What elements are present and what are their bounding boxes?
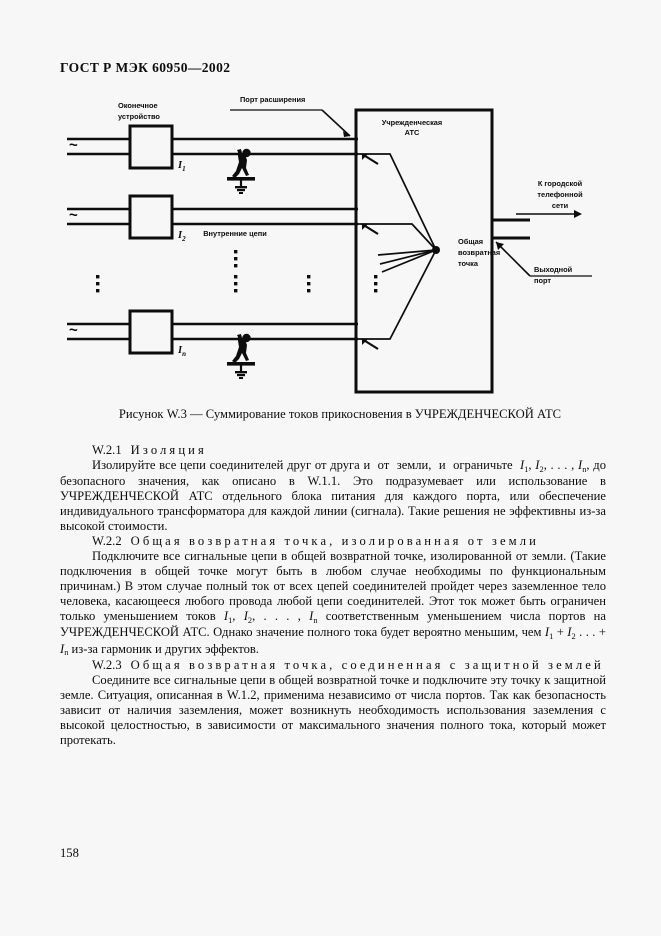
current-label-in: In xyxy=(177,345,186,358)
circuit-row-2: ~ I2 xyxy=(67,194,358,243)
ellipsis-dots-column-mid xyxy=(307,275,311,293)
section-w22-paragraph: Подключите все сигнальные цепи в общей в… xyxy=(60,549,607,658)
label-internal-circuits: Внутренние цепи xyxy=(203,229,267,238)
label-to-network-line1: К городской xyxy=(538,179,583,188)
label-terminal-device-line1: Оконечное xyxy=(118,101,158,110)
label-terminal-device-line2: устройство xyxy=(118,112,160,121)
section-w21-heading: W.2.1 Изоляция xyxy=(60,443,606,458)
ellipsis-dots-column-pbx xyxy=(374,275,378,293)
label-common-return-line2: возвратная xyxy=(458,248,500,257)
section-w22-title: Общая возвратная точка, изолированная от… xyxy=(130,534,539,549)
section-w23: W.2.3 Общая возвратная точка, соединенная… xyxy=(60,658,606,748)
body-text: W.2.1 Изоляция Изолируйте все цепи соедин… xyxy=(60,443,606,748)
section-w22: W.2.2 Общая возвратная точка, изолированн… xyxy=(60,534,606,657)
ac-source-symbol-n: ~ xyxy=(69,322,78,339)
current-label-i1: I1 xyxy=(177,160,186,173)
label-to-network-line2: телефонной xyxy=(537,190,583,199)
section-w23-title: Общая возвратная точка, соединенная с за… xyxy=(130,657,604,672)
output-port-wires xyxy=(492,218,530,240)
label-output-port-line1: Выходной xyxy=(534,265,573,274)
section-w22-heading: W.2.2 Общая возвратная точка, изолированн… xyxy=(60,534,606,549)
ellipsis-dots-column-a xyxy=(234,250,238,268)
label-to-network-line3: сети xyxy=(552,201,569,210)
terminal-device-box-n xyxy=(128,309,174,355)
current-label-i2: I2 xyxy=(177,230,186,243)
ac-source-symbol-2: ~ xyxy=(69,207,78,224)
person-touching-wire-n xyxy=(227,333,255,379)
section-w21-number: W.2.1 xyxy=(92,443,122,457)
section-w23-paragraph: Соедините все сигнальные цепи в общей во… xyxy=(60,672,606,747)
ac-source-symbol-1: ~ xyxy=(69,137,78,154)
terminal-device-box-2 xyxy=(128,194,174,240)
section-w22-number: W.2.2 xyxy=(92,534,122,549)
section-w21-paragraph: Изолируйте все цепи соединителей друг от… xyxy=(60,458,606,534)
output-port-leader-line xyxy=(495,241,592,277)
pbx-port-connector-arrows xyxy=(361,153,379,350)
section-w21-title: Изоляция xyxy=(130,443,207,457)
section-w23-number: W.2.3 xyxy=(92,657,122,672)
ellipsis-dots-column-b xyxy=(234,275,238,293)
section-w21: W.2.1 Изоляция Изолируйте все цепи соедин… xyxy=(60,443,606,534)
page-number: 158 xyxy=(60,846,79,860)
label-output-port-line2: порт xyxy=(534,276,551,285)
label-common-return-line1: Общая xyxy=(458,237,483,246)
figure-w3: Оконечное устройство Порт расширения Учр… xyxy=(60,92,620,421)
pbx-enclosure-box xyxy=(354,108,494,394)
label-pbx-line2: АТС xyxy=(405,128,420,137)
label-common-return-line3: точка xyxy=(458,259,479,268)
circuit-row-1: ~ I1 xyxy=(67,124,358,173)
to-network-arrow xyxy=(516,210,582,218)
common-return-point-wiring xyxy=(358,153,440,340)
ellipsis-dots-column-left xyxy=(96,275,100,293)
label-extension-port: Порт расширения xyxy=(240,95,305,104)
extension-port-leader-line xyxy=(230,109,351,137)
person-touching-wire-1 xyxy=(227,148,255,194)
terminal-device-box-1 xyxy=(128,124,174,170)
figure-caption: Рисунок W.3 — Суммирование токов прикосн… xyxy=(118,407,562,421)
common-return-node xyxy=(432,246,440,254)
document-header-standard-number: ГОСТ Р МЭК 60950—2002 xyxy=(60,60,231,75)
section-w23-heading: W.2.3 Общая возвратная точка, соединенная… xyxy=(60,658,606,673)
circuit-row-n: ~ In xyxy=(67,309,358,358)
label-pbx-line1: Учрежденческая xyxy=(382,118,442,127)
